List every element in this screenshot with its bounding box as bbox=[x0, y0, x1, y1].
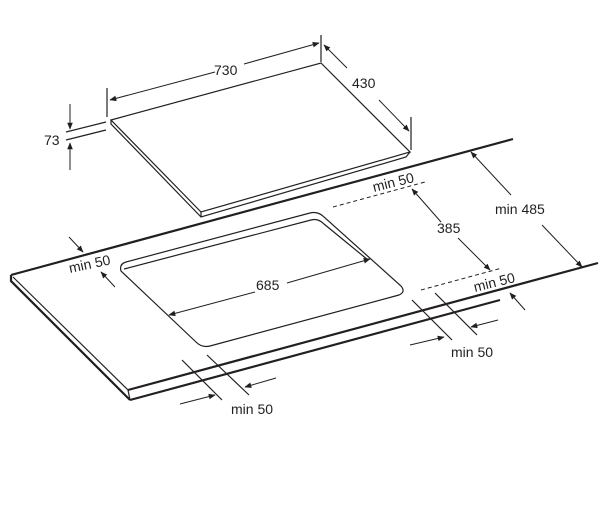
dimension-hob-height: 73 bbox=[44, 104, 107, 170]
worktop bbox=[9, 137, 599, 402]
hob-depth-label: 430 bbox=[352, 75, 376, 91]
hob-height-label: 73 bbox=[44, 132, 60, 148]
cutout-width-label: 685 bbox=[256, 277, 280, 293]
cutout-depth-label: 385 bbox=[437, 220, 461, 236]
dimension-worktop-depth: min 485 bbox=[470, 151, 583, 268]
clearance-left-label: min 50 bbox=[67, 252, 112, 276]
clearance-right-label: min 50 bbox=[451, 344, 493, 360]
dimension-clearance-front: min 50 bbox=[179, 354, 277, 417]
hob-width-label: 730 bbox=[214, 62, 238, 78]
cutout bbox=[119, 211, 404, 348]
clearance-back-label: min 50 bbox=[371, 169, 416, 195]
dimension-cutout-depth: 385 bbox=[411, 188, 491, 271]
dimension-clearance-left: min 50 bbox=[67, 236, 116, 288]
dimension-clearance-right: min 50 bbox=[409, 292, 499, 360]
dimension-hob-depth: 430 bbox=[323, 44, 412, 150]
clearance-front-label: min 50 bbox=[231, 401, 273, 417]
hob bbox=[109, 62, 412, 218]
worktop-depth-label: min 485 bbox=[495, 201, 545, 217]
dimension-cutout-width: 685 bbox=[168, 258, 371, 317]
dimension-clearance-front-right: min 50 bbox=[420, 267, 526, 311]
dimension-hob-width: 730 bbox=[106, 35, 322, 117]
